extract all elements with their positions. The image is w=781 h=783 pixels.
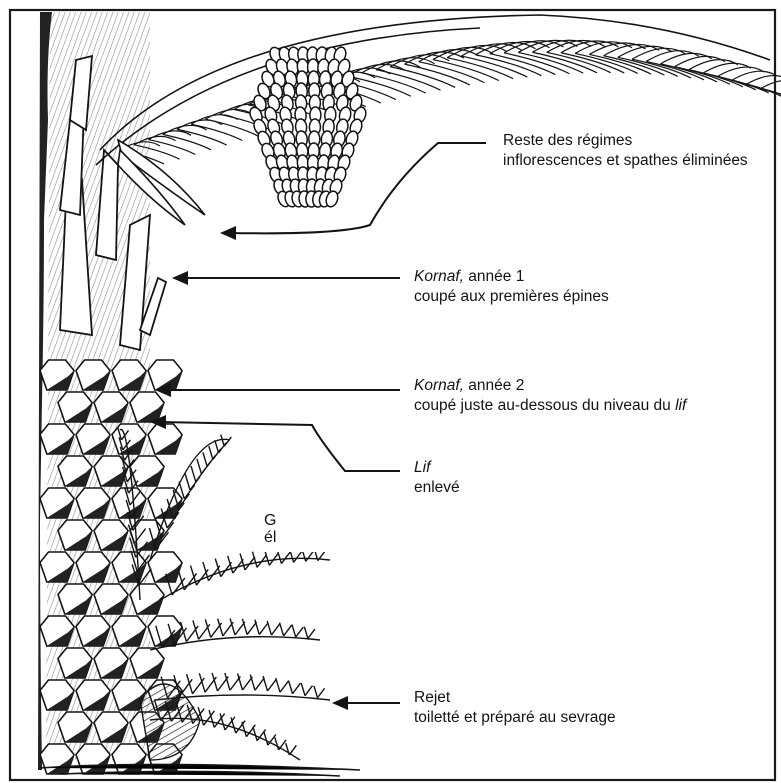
- frond-pinna: [191, 115, 238, 125]
- label-kornaf-2-line1: Kornaf, année 2: [414, 376, 686, 396]
- offshoot-pinna: [308, 629, 315, 638]
- label-residus-line1: Reste des régimes: [503, 131, 748, 151]
- label-partial-line2: él: [264, 529, 276, 546]
- label-kornaf-1-line2: coupé aux premières épines: [414, 287, 609, 307]
- offshoot-pinna: [267, 621, 271, 635]
- offshoot-pinna: [253, 727, 257, 741]
- offshoot-pinna: [268, 679, 277, 691]
- label-residus: Reste des régimes inflorescences et spat…: [503, 131, 748, 171]
- label-lif-line2: enlevé: [414, 478, 460, 498]
- offshoot-pinna: [281, 552, 289, 563]
- leader-lif: [160, 422, 400, 471]
- offshoot-pinna: [259, 623, 268, 635]
- frond-pinna: [390, 67, 455, 88]
- offshoot-pinna: [288, 680, 292, 693]
- frond-pinna: [675, 56, 725, 66]
- frond-pinna: [760, 89, 781, 104]
- label-lif-line1: Lif: [414, 458, 460, 478]
- offshoot-pinna: [247, 622, 256, 635]
- offshoot-pinna: [238, 674, 243, 691]
- label-rejet-line1: Rejet: [414, 688, 616, 708]
- offshoot-pinna: [284, 625, 292, 636]
- label-lif: Lif enlevé: [414, 458, 460, 498]
- offshoot-pinna: [225, 673, 230, 690]
- offshoot-pinna: [255, 620, 259, 635]
- offshoot-pinna: [286, 743, 290, 755]
- offshoot-pinna: [301, 683, 305, 696]
- offshoot-pinna: [271, 624, 279, 635]
- offshoot-pinna: [255, 678, 264, 691]
- label-partial-line1: G: [264, 512, 276, 529]
- offshoot-pinna: [305, 686, 313, 696]
- offshoot-frond: [160, 558, 330, 600]
- date-cluster: [248, 45, 368, 208]
- offshoot-pinna: [293, 683, 301, 694]
- offshoot-pinna: [318, 688, 325, 697]
- offshoot-pinna: [242, 619, 247, 635]
- label-partial: G él: [264, 512, 276, 546]
- offshoot-pinna: [314, 686, 318, 698]
- offshoot-pinna: [185, 474, 190, 491]
- offshoot-pinna: [275, 737, 279, 750]
- offshoot-pinna: [276, 678, 280, 692]
- palm-trunk: [38, 12, 182, 774]
- offshoot-pinna: [280, 681, 288, 692]
- frond-pinna: [376, 70, 441, 91]
- label-kornaf-1-line1: Kornaf, année 1: [414, 267, 609, 287]
- offshoot-pinna: [197, 459, 201, 474]
- frond-pinna: [760, 80, 781, 89]
- offshoot-pinna: [181, 622, 187, 642]
- offshoot-pinna: [191, 466, 196, 482]
- offshoot-pinna: [250, 675, 255, 691]
- frond-pinna: [148, 140, 195, 155]
- offshoot-pinna: [193, 620, 199, 639]
- label-kornaf-2-line2: coupé juste au-dessous du niveau du lif: [414, 396, 686, 416]
- offshoot-pinna: [304, 627, 308, 639]
- frond-pinna: [205, 109, 253, 119]
- offshoot-pinna: [228, 556, 233, 573]
- label-rejet: Rejet toiletté et préparé au sevrage: [414, 688, 616, 728]
- offshoot-pinna: [230, 619, 235, 636]
- frond-pinna: [561, 53, 624, 73]
- offshoot-pinna: [224, 437, 231, 446]
- leader-lines: [160, 143, 486, 703]
- offshoot-pinna: [199, 624, 210, 639]
- frond-pinna: [646, 51, 698, 62]
- offshoot-base: [140, 684, 200, 760]
- offshoot-pinna: [221, 435, 225, 447]
- label-kornaf-1: Kornaf, année 1 coupé aux premières épin…: [414, 267, 609, 307]
- offshoot-pinna: [242, 722, 246, 737]
- label-residus-line2: inflorescences et spathes éliminées: [503, 151, 748, 171]
- offshoot-pinna: [264, 732, 268, 745]
- offshoot-pinna: [187, 674, 193, 694]
- offshoot-pinna: [263, 676, 267, 691]
- frond-pinna: [404, 64, 469, 85]
- label-rejet-line2: toiletté et préparé au sevrage: [414, 708, 616, 728]
- offshoot-pinna: [280, 623, 284, 636]
- label-kornaf-2: Kornaf, année 2 coupé juste au-dessous d…: [414, 376, 686, 416]
- offshoot-pinna: [289, 745, 296, 754]
- offshoot-pinna: [292, 625, 296, 638]
- offshoot-pinna: [209, 446, 213, 459]
- offshoot-pinna: [296, 627, 304, 637]
- offshoot-pinna: [203, 452, 207, 466]
- offshoot-pinna: [294, 552, 302, 563]
- offshoot-pinna: [215, 440, 219, 453]
- offshoot-pinna: [265, 550, 269, 565]
- offshoot-pinna: [306, 551, 314, 561]
